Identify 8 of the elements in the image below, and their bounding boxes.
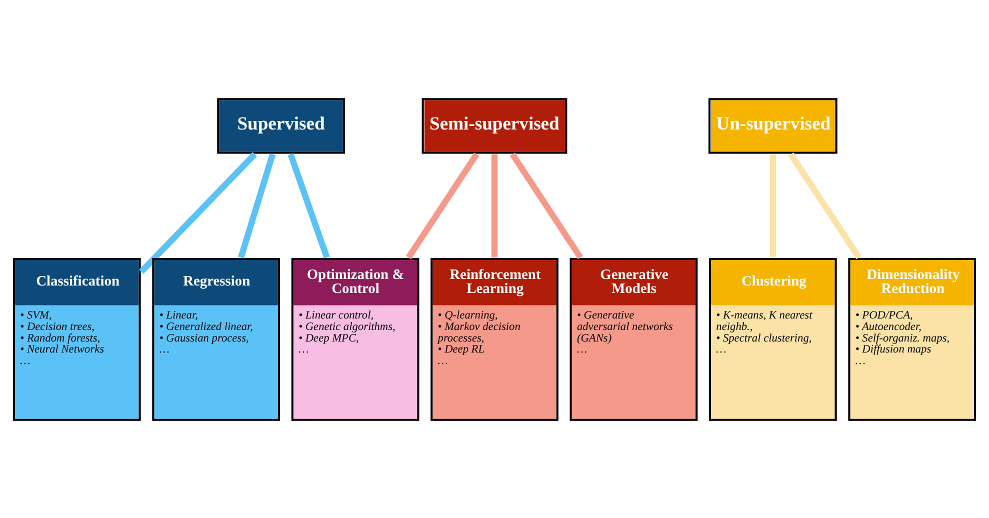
connector: [491, 154, 498, 258]
connector: [510, 152, 584, 259]
connector: [770, 154, 776, 258]
connector: [406, 152, 480, 259]
connector: [788, 152, 862, 259]
connector: [288, 152, 330, 258]
connector: [238, 152, 276, 258]
connector: [139, 152, 257, 274]
